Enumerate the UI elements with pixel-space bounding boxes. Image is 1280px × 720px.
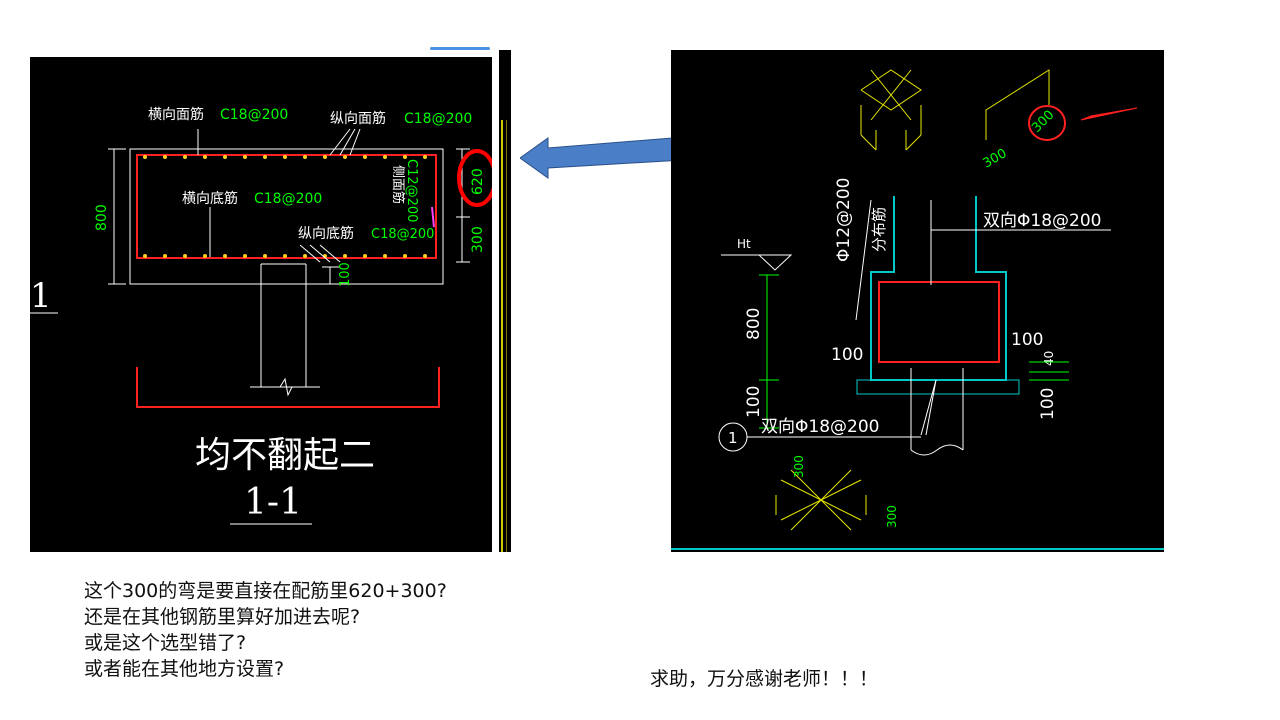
side-bar-label: 侧面筋 [390,165,406,204]
bottom-dim-b: 300 [885,505,899,528]
note-text: 均不翻起二 [195,435,375,476]
bend-symbol-top [860,69,922,151]
top-transverse-spec: C18@200 [220,107,288,123]
dim-100: 100 [338,262,353,287]
blue-tab-indicator [430,47,490,50]
top-longitudinal-label: 纵向面筋 [330,110,386,127]
rebar-cage-right [878,281,1000,363]
bottom-longitudinal-label: 纵向底筋 [298,225,354,242]
dim-100-cap-right: 100 [1011,330,1043,350]
dim-40: 40 [1042,351,1056,366]
bottom-dim-a: 300 [792,455,806,478]
left-cad-drawing: 横向面筋 C18@200 纵向面筋 C18@200 横向底筋 C18@200 纵… [30,57,492,552]
bend-dim-top: 300 [981,146,1010,171]
bottom-bars-spec: 双向Φ18@200 [761,417,879,437]
dim-100-right-bottom: 100 [1038,388,1058,420]
dim-800: 800 [94,204,110,231]
top-transverse-label: 横向面筋 [148,106,204,123]
thanks-text: 求助，万分感谢老师！！！ [650,668,879,690]
right-cad-drawing: 300 300 Φ12@200 分布筋 双向Φ18@200 Ht 800 100… [671,50,1164,552]
dim-300: 300 [470,226,486,253]
red-pointer [1080,107,1138,121]
bottom-transverse-label: 横向底筋 [182,190,238,207]
dist-bar-label: 分布筋 [870,207,888,252]
top-longitudinal-spec: C18@200 [404,111,472,127]
dist-bar-spec: Φ12@200 [834,178,854,262]
section-title: 1-1 [244,482,302,523]
dim-800-right: 800 [744,308,764,340]
top-bars-spec: 双向Φ18@200 [983,211,1101,231]
question-line: 或者能在其他地方设置? [84,658,285,680]
question-line: 这个300的弯是要直接在配筋里620+300? [84,580,447,602]
dim-100-left-bottom: 100 [744,386,764,418]
side-strip [499,50,511,552]
bottom-rebar-dots [143,254,427,258]
question-text: 这个300的弯是要直接在配筋里620+300? 还是在其他钢筋里算好加进去呢? … [84,578,447,682]
question-line: 还是在其他钢筋里算好加进去呢? [84,606,361,628]
question-line: 或是这个选型错了? [84,632,247,654]
circled-300 [1028,105,1066,141]
red-bracket [136,367,440,408]
bottom-transverse-spec: C18@200 [254,191,322,207]
cap-outline [129,148,444,285]
dim-100-cap-left: 100 [831,345,863,365]
dim-620: 620 [470,168,486,195]
ht-label: Ht [737,237,751,251]
section-marker-left: 1 [30,276,52,316]
top-rebar-dots [143,155,427,159]
side-bar-spec: C12@200 [404,159,419,222]
highlight-circle [457,149,492,207]
bottom-longitudinal-spec: C18@200 [371,227,434,242]
section-marker-right: 1 [728,429,738,447]
rebar-cage [136,154,437,259]
bend-symbol-bottom [775,469,867,531]
